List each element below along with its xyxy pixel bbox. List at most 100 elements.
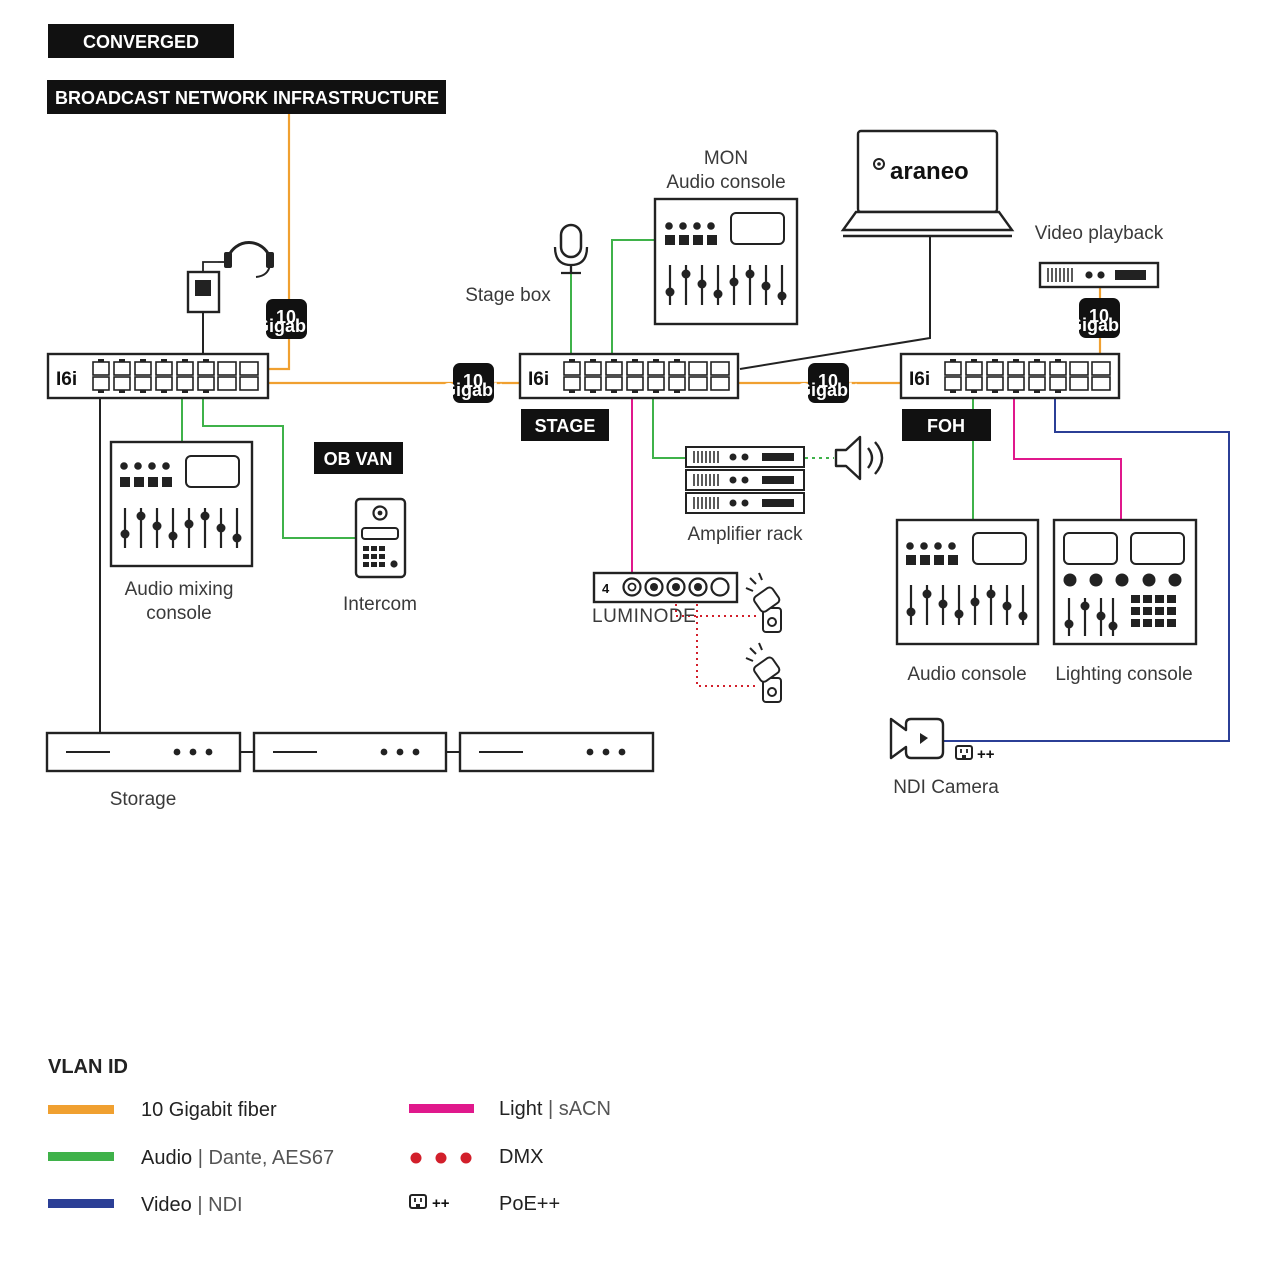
- storage-array[interactable]: [45, 731, 655, 773]
- video-playback-label: Video playback: [1035, 223, 1164, 244]
- legend-item-light: Light | sACN: [409, 1098, 611, 1120]
- video-foh-camera: [943, 398, 1230, 742]
- cables: [99, 114, 1230, 742]
- legend-light-sep: |: [548, 1098, 559, 1120]
- luminode-node[interactable]: 4: [592, 571, 739, 604]
- legend-dmx-label: DMX: [499, 1146, 543, 1168]
- legend-poe-symbol: ++: [432, 1195, 450, 1212]
- title-broadcast: BROADCAST NETWORK INFRASTRUCTURE: [47, 80, 446, 114]
- araneo-logo-icon: [873, 158, 885, 170]
- legend-light-sub: sACN: [559, 1098, 611, 1120]
- switch-foh-model: I6i: [909, 369, 930, 390]
- stage-box-label: Stage box: [465, 285, 551, 306]
- poe-badge: ++: [955, 745, 995, 763]
- laptop-araneo[interactable]: araneo: [840, 129, 1015, 238]
- badge-10g-left-stage-value: 10: [463, 371, 483, 391]
- intercom[interactable]: [354, 497, 407, 579]
- svg-text:Audio | Dant: Audio | Dante, AES67: [141, 1147, 334, 1169]
- amplifier-rack[interactable]: [685, 446, 805, 514]
- laptop-link: [739, 237, 931, 370]
- legend: VLAN ID 10 Gigabit fiber Audio | Dante, …: [48, 1056, 611, 1216]
- svg-text:10 Gigabit fiber: 10 Gigabit fiber: [141, 1099, 277, 1121]
- dmx-to-light-1: [675, 604, 758, 617]
- microphone-icon: [553, 223, 589, 275]
- legend-light-label: Light: [499, 1098, 543, 1120]
- legend-title: VLAN ID: [48, 1056, 128, 1078]
- keypad-icon: [363, 546, 398, 568]
- audio-intercom: [202, 398, 356, 539]
- poe-plug-icon: [955, 745, 973, 760]
- ndi-camera[interactable]: [889, 717, 945, 760]
- luminode-label: LUMINODE: [592, 606, 696, 627]
- beltpack-icon: [186, 270, 221, 314]
- foh-console-faders-icon: [906, 583, 1028, 627]
- legend-fiber-label: 10 Gigabit fiber: [141, 1099, 277, 1121]
- audio-mon-console: [611, 239, 655, 365]
- storage-label: Storage: [110, 789, 177, 810]
- lighting-console-controls-icon: [1063, 573, 1182, 627]
- intercom-label: Intercom: [343, 594, 417, 615]
- speaker-icon: [834, 435, 884, 481]
- luminode-port-number: 4: [602, 581, 610, 596]
- badge-10g-video-unit: Gigabit: [1068, 315, 1130, 335]
- switch-stage[interactable]: I6i: [518, 352, 740, 400]
- legend-audio-sep: |: [198, 1147, 209, 1169]
- tag-ob-van: OB VAN: [314, 442, 403, 474]
- legend-video-label: Video: [141, 1194, 192, 1216]
- light-foh-lighting: [1013, 398, 1122, 520]
- foh-audio-console-label: Audio console: [907, 664, 1026, 685]
- dmx-links: [675, 604, 758, 687]
- title-broadcast-text: BROADCAST NETWORK INFRASTRUCTURE: [55, 88, 439, 108]
- laptop-brand: araneo: [890, 158, 969, 185]
- badge-10g-uplink-unit: Gigabit: [255, 316, 317, 336]
- foh-audio-console[interactable]: [895, 518, 1040, 646]
- audio-mixing-label-1: Audio mixing: [125, 579, 234, 600]
- dmx-dots-icon: [410, 1152, 472, 1164]
- legend-audio-label: Audio: [141, 1147, 192, 1169]
- poe-plug-icon: [409, 1194, 427, 1209]
- audio-mixing-label-2: console: [146, 603, 212, 624]
- title-converged: CONVERGED: [48, 24, 234, 58]
- badge-10g-left-stage-unit: Gigabit: [442, 380, 504, 400]
- tag-stage-text: STAGE: [535, 416, 596, 436]
- badge-10g-stage-foh: 10 Gigabit: [797, 363, 859, 403]
- mon-audio-console[interactable]: [653, 197, 799, 326]
- tag-stage: STAGE: [521, 409, 609, 441]
- legend-item-fiber: 10 Gigabit fiber: [48, 1099, 277, 1121]
- audio-links: [181, 239, 974, 539]
- badge-10g-stage-foh-unit: Gigabit: [797, 380, 859, 400]
- moving-head-light-icon: [745, 642, 782, 703]
- switch-foh[interactable]: I6i: [899, 352, 1121, 400]
- legend-item-audio: Audio | Dante, AES67: [48, 1147, 334, 1169]
- audio-amp-rack: [652, 398, 688, 459]
- switch-stage-model: I6i: [528, 369, 549, 390]
- title-converged-text: CONVERGED: [83, 32, 199, 52]
- mon-console-buttons-icon: [665, 222, 717, 245]
- poe-badge-text: ++: [977, 746, 995, 763]
- mon-console-faders-icon: [665, 263, 787, 307]
- lighting-console[interactable]: [1052, 518, 1198, 646]
- badge-10g-video-value: 10: [1089, 306, 1109, 326]
- legend-poe-label: PoE++: [499, 1193, 560, 1215]
- mon-label-1: MON: [704, 148, 748, 169]
- switch-left-model: I6i: [56, 369, 77, 390]
- video-playback-device[interactable]: [1038, 261, 1160, 289]
- badge-10g-video: 10 Gigabit: [1068, 298, 1130, 338]
- lighting-console-label: Lighting console: [1055, 664, 1192, 685]
- ndi-camera-label: NDI Camera: [893, 777, 999, 798]
- legend-audio-sub: Dante, AES67: [208, 1147, 334, 1169]
- switch-left[interactable]: I6i: [46, 352, 270, 400]
- lighting-console-faders-icon: [1064, 598, 1118, 636]
- light-links: [631, 398, 1122, 576]
- headset-icon: [202, 241, 274, 278]
- moving-head-light-icon: [745, 572, 782, 633]
- badge-10g-uplink: 10 Gigabit: [255, 299, 317, 339]
- legend-item-poe: ++ PoE++: [409, 1193, 560, 1215]
- badge-10g-left-stage: 10 Gigabit: [442, 363, 504, 403]
- badge-10g-uplink-value: 10: [276, 307, 296, 327]
- tag-foh: FOH: [902, 409, 991, 441]
- audio-mixing-console[interactable]: [109, 440, 254, 568]
- video-links: [943, 398, 1230, 742]
- console-buttons-icon: [120, 462, 172, 487]
